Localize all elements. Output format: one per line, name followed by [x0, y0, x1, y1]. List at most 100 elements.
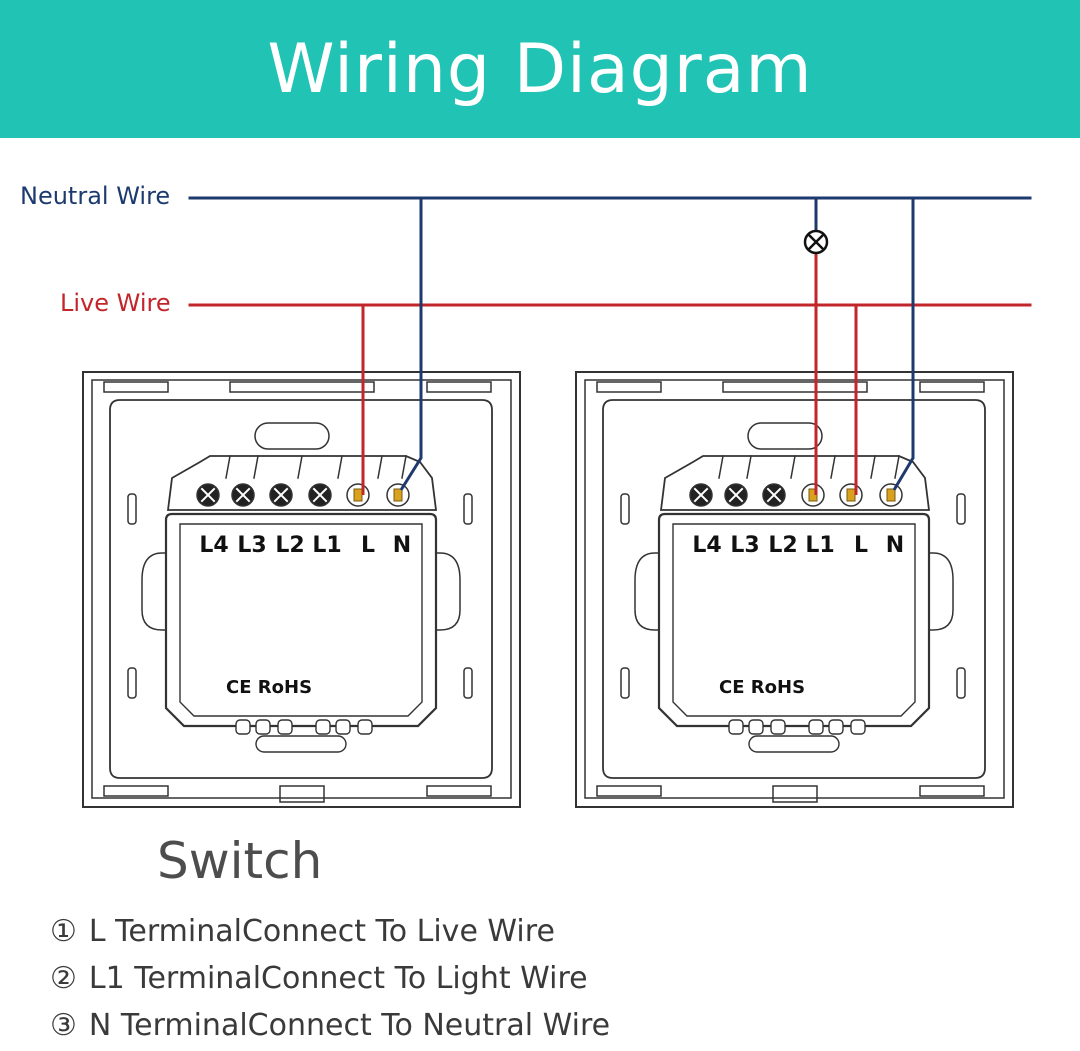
terminal-divider	[830, 455, 836, 479]
screw-slot	[766, 487, 782, 503]
terminal-contact	[393, 488, 403, 502]
screw-slot	[235, 487, 251, 503]
switch-section-title: Switch	[157, 832, 323, 890]
frame-tab	[103, 785, 169, 797]
terminal-divider	[337, 455, 343, 479]
terminal-divider	[377, 455, 383, 479]
top-oval	[254, 422, 330, 450]
lamp-icon	[803, 229, 829, 255]
lamp-cross	[807, 233, 825, 251]
terminal-label: L2	[275, 533, 304, 558]
frame-tab	[722, 381, 868, 393]
relay-body-inner	[672, 523, 916, 717]
terminal-label: L2	[768, 533, 797, 558]
relay-body	[164, 512, 438, 728]
bottom-tab	[255, 719, 271, 735]
mount-slot	[956, 493, 966, 525]
certification-mark: CE RoHS	[719, 677, 805, 698]
top-oval	[747, 422, 823, 450]
terminal-label: N	[393, 533, 411, 558]
terminal-label: L	[854, 533, 868, 558]
terminal-label: N	[886, 533, 904, 558]
terminal-divider	[718, 455, 724, 479]
bottom-tab	[850, 719, 866, 735]
terminal-label: L3	[237, 533, 266, 558]
bottom-tab	[277, 719, 293, 735]
mount-slot	[956, 667, 966, 699]
frame-clip	[279, 785, 325, 803]
terminal-divider	[790, 455, 796, 479]
bottom-tab	[808, 719, 824, 735]
mount-slot	[463, 493, 473, 525]
terminal-label: L3	[730, 533, 759, 558]
terminal-contact	[886, 488, 896, 502]
switch-frame-inner	[584, 379, 1005, 799]
terminal-divider	[401, 455, 407, 479]
screw-slot	[273, 487, 289, 503]
mount-slot	[620, 667, 630, 699]
terminal-label: L4	[199, 533, 228, 558]
terminal-label: L1	[312, 533, 341, 558]
side-clip-right	[926, 552, 954, 631]
side-clip-right	[433, 552, 461, 631]
screw-slot	[693, 487, 709, 503]
frame-tab	[596, 785, 662, 797]
switch-frame-inner	[91, 379, 512, 799]
screw-slot	[728, 487, 744, 503]
frame-tab	[596, 381, 662, 393]
bottom-tab	[235, 719, 251, 735]
mount-slot	[463, 667, 473, 699]
screw-slot	[200, 487, 216, 503]
relay-body-inner	[179, 523, 423, 717]
bottom-tab	[728, 719, 744, 735]
mount-slot	[127, 667, 137, 699]
switch-frame-outer	[575, 371, 1014, 808]
back-plate	[602, 399, 986, 779]
terminal-label: L1	[805, 533, 834, 558]
bottom-tab	[335, 719, 351, 735]
terminal-contact	[846, 488, 856, 502]
bottom-oval	[255, 735, 347, 753]
frame-tab	[426, 381, 492, 393]
bottom-tab	[770, 719, 786, 735]
side-clip-left	[141, 552, 169, 631]
neutral-drop-left	[399, 198, 423, 491]
terminal-divider	[297, 455, 303, 479]
terminal-label: L4	[692, 533, 721, 558]
side-clip-left	[634, 552, 662, 631]
neutral-wire-label: Neutral Wire	[20, 182, 171, 210]
relay-body	[657, 512, 931, 728]
bottom-tab	[357, 719, 373, 735]
terminal-contact	[353, 488, 363, 502]
terminal-divider	[870, 455, 876, 479]
mount-slot	[127, 493, 137, 525]
frame-tab	[103, 381, 169, 393]
mount-slot	[620, 493, 630, 525]
frame-tab	[229, 381, 375, 393]
terminal-divider	[225, 455, 231, 479]
back-plate	[109, 399, 493, 779]
screw-slot	[312, 487, 328, 503]
bottom-tab	[748, 719, 764, 735]
frame-tab	[426, 785, 492, 797]
terminal-divider	[253, 455, 259, 479]
certification-mark: CE RoHS	[226, 677, 312, 698]
frame-tab	[919, 381, 985, 393]
page-title: Wiring Diagram	[267, 29, 813, 109]
bottom-tab	[828, 719, 844, 735]
neutral-drop-right	[892, 198, 915, 491]
frame-tab	[919, 785, 985, 797]
bottom-tab	[315, 719, 331, 735]
bottom-oval	[748, 735, 840, 753]
live-wire-label: Live Wire	[60, 289, 171, 317]
terminal-divider	[746, 455, 752, 479]
frame-clip	[772, 785, 818, 803]
terminal-label: L	[361, 533, 375, 558]
header-banner: Wiring Diagram	[0, 0, 1080, 138]
